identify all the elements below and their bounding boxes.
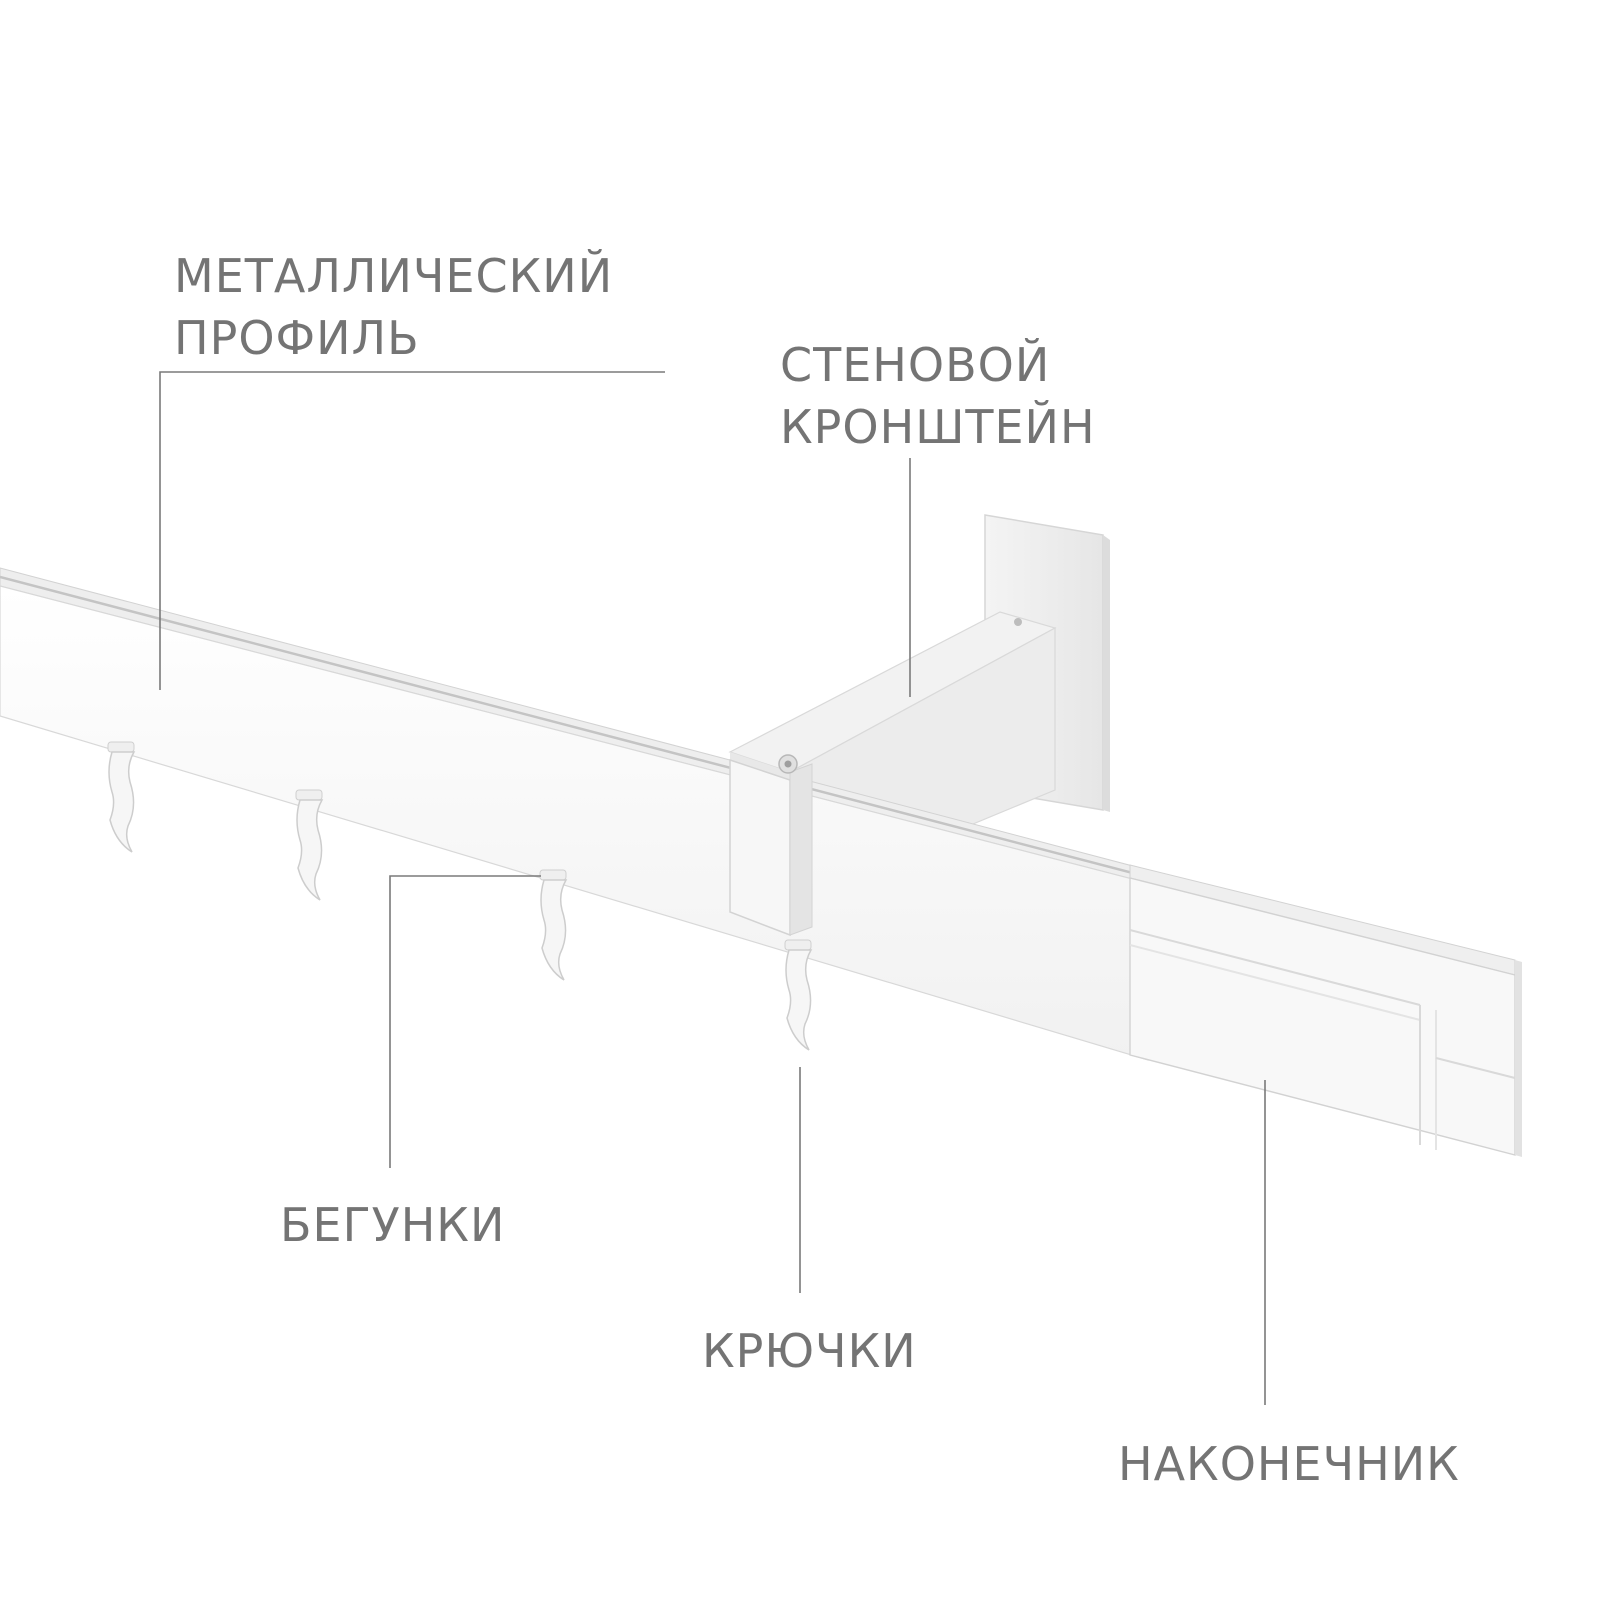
glider-4 — [784, 939, 813, 1051]
label-metal-profile-line1: МЕТАЛЛИЧЕСКИЙ — [174, 249, 614, 303]
label-end-cap: НАКОНЕЧНИК — [1118, 1437, 1460, 1491]
label-metal-profile: МЕТАЛЛИЧЕСКИЙ ПРОФИЛЬ — [174, 245, 613, 369]
leader-line-profile — [159, 371, 665, 690]
label-hooks: КРЮЧКИ — [702, 1324, 917, 1378]
glider-2 — [295, 789, 324, 901]
glider-1 — [107, 741, 136, 853]
bracket-clamp — [729, 752, 813, 937]
label-wall-bracket: СТЕНОВОЙ КРОНШТЕЙН — [780, 334, 1096, 458]
label-metal-profile-line2: ПРОФИЛЬ — [174, 311, 420, 365]
label-wall-bracket-line1: СТЕНОВОЙ — [780, 338, 1051, 392]
end-cap — [1129, 864, 1522, 1157]
leader-line-gliders — [389, 875, 541, 1168]
label-wall-bracket-line2: КРОНШТЕЙН — [780, 400, 1096, 454]
glider-3 — [539, 869, 568, 981]
label-gliders: БЕГУНКИ — [280, 1198, 506, 1252]
